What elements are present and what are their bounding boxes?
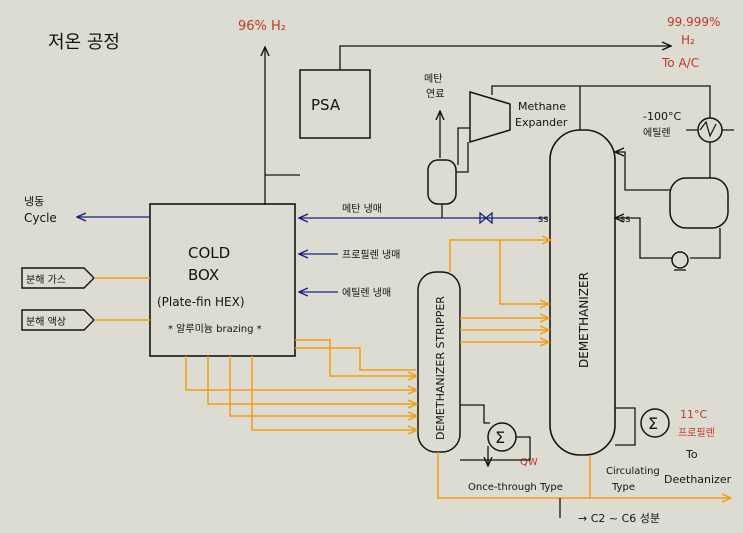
stripper-label: DEMETHANIZER STRIPPER [434,296,447,440]
demethanizer-stripper [417,271,461,453]
to-deethanizer-line2: Deethanizer [664,473,732,486]
circulating-line2: Type [611,482,635,493]
methane-expander-line1: Methane [518,100,566,113]
demethanizer-column [549,129,616,456]
expander-inlet [491,85,711,118]
ethylene-refrig-label: 에틸렌 냉매 [342,286,391,299]
ethylene-condenser [697,117,723,143]
h2-99-dest: To A/C [661,56,699,70]
reflux-pump-icon [671,251,689,269]
demethanizer-label: DEMETHANIZER [577,272,591,368]
stripper-bottoms [437,452,730,498]
methane-expander-line2: Expander [515,116,568,129]
once-through-label: Once-through Type [468,482,563,493]
h2-99-label: 99.999% [667,15,720,29]
methane-refrig-label: 메탄 냉매 [342,203,382,215]
feed-liquid-tag [21,309,95,331]
reboiler-return [460,436,531,461]
ethylene-cond-label: 에틸렌 [643,126,671,139]
orange-stream-1 [499,240,548,304]
methane-fuel-line2: 연료 [426,88,444,100]
propylene-refrig-label: 프로필렌 냉매 [342,249,400,261]
h2-96-label: 96% H₂ [238,19,286,34]
cold-box-to-demethanizer-top [449,240,550,272]
cold-box-bottom-1 [185,356,416,390]
feed-liquid-label: 분해 액상 [26,315,66,328]
page-title: 저온 공정 [48,32,120,53]
reflux-drum [669,177,729,229]
cold-box [149,203,296,357]
propylene-11-temp: 11°C [680,408,707,421]
cold-box-line4: * 알루미늄 brazing * [168,323,262,335]
cold-box-line2: BOX [188,266,219,284]
cold-box-bottom-4 [251,356,416,430]
cold-box-bottom-3 [229,356,416,416]
reflux-down [690,228,721,259]
reflux-ss-mark: ss [620,214,630,225]
feed-gas-label: 분해 가스 [26,273,66,286]
drum-to-expander [456,142,469,173]
cold-box-bottom-6 [295,347,416,371]
expander-to-drum [457,127,470,165]
sigma-icon-2: Σ [648,414,658,433]
sigma-icon: Σ [495,428,505,447]
knockout-drum [427,159,457,205]
methane-ss-mark: ss [538,214,548,225]
refrig-cycle-line2: Cycle [24,211,57,225]
cold-box-line1: COLD [188,244,230,262]
psa-label: PSA [311,96,341,114]
propylene-11-label: 프로필렌 [678,427,715,439]
reflux-return [616,218,672,259]
cold-box-line3: (Plate-fin HEX) [157,295,245,309]
ethylene-temp: -100°C [643,110,681,123]
to-deethanizer-line1: To [685,448,698,461]
methane-fuel-line1: 메탄 [424,73,442,85]
feed-gas-tag [21,267,95,289]
cold-box-bottom-5 [295,339,416,376]
refrig-cycle-line1: 냉동 [24,195,44,208]
valve-icon [479,211,493,225]
c2-c6-label: → C2 ~ C6 성분 [578,512,660,525]
qw-label: QW [520,457,538,468]
circulating-reboiler [640,408,670,438]
reboiler-2-in [615,407,636,446]
methane-expander [469,90,511,144]
h2-99-sub: H₂ [681,33,695,47]
circulating-line1: Circulating [606,466,660,477]
cold-box-bottom-2 [207,356,416,404]
reboiler-in [460,404,490,424]
psa-unit [299,69,371,139]
condenser-coil-icon [699,120,717,138]
psa-to-h2-99 [339,46,670,70]
reflux-to-column-top [616,152,670,191]
